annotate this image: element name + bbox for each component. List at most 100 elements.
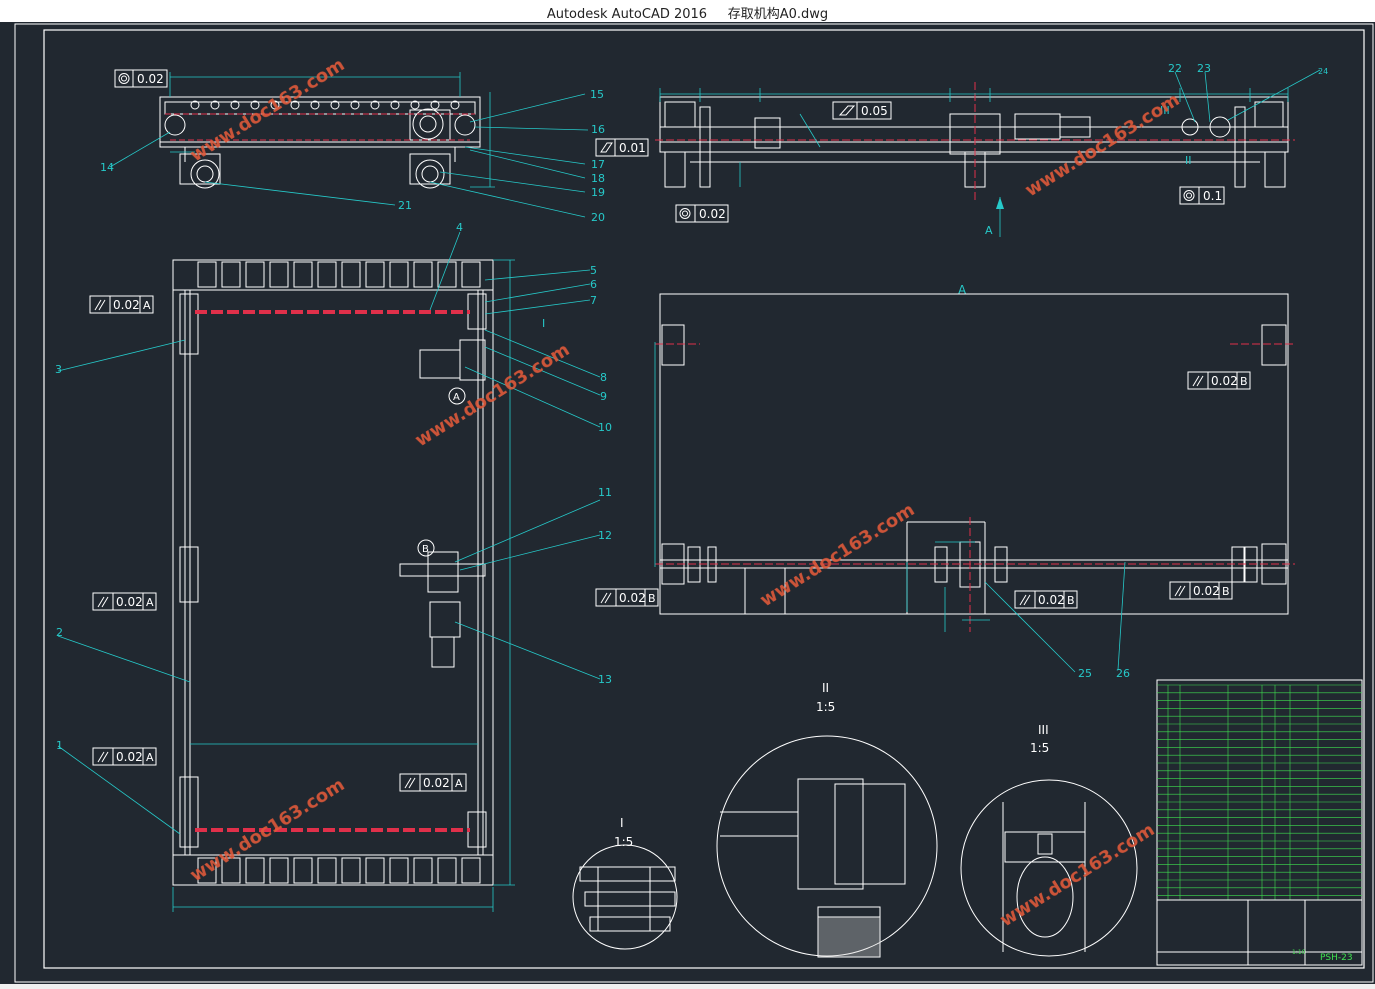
balloon-17: 17 — [591, 158, 605, 171]
gdt-concentric-front-right: 0.1 — [1179, 186, 1225, 205]
svg-text:www.doc163.com: www.doc163.com — [412, 339, 574, 451]
balloon-6: 6 — [590, 278, 597, 291]
svg-text:0.02: 0.02 — [423, 776, 450, 790]
svg-text:0.02: 0.02 — [1211, 374, 1238, 388]
detail-iii: III 1:5 — [960, 723, 1138, 957]
leader-lines — [57, 231, 601, 835]
dimension-lines — [169, 72, 495, 188]
roman-iii-mark: III — [1160, 104, 1170, 117]
window-title: Autodesk AutoCAD 2016 存取机构A0.dwg — [546, 7, 829, 22]
svg-text:0.02: 0.02 — [116, 750, 143, 764]
svg-text:A: A — [455, 777, 463, 790]
gdt-parallel-view-a-4: 0.02 B — [1169, 581, 1233, 600]
svg-text:III: III — [1038, 723, 1049, 737]
detail-i: I 1:5 — [572, 816, 678, 950]
balloon-25: 25 — [1078, 667, 1092, 680]
drawing-number: PSH-23 — [1320, 953, 1353, 963]
svg-text:B: B — [1067, 594, 1075, 607]
balloon-26: 26 — [1116, 667, 1130, 680]
bom-table: PSH-23 1:10 — [1156, 679, 1363, 966]
balloon-11: 11 — [598, 486, 612, 499]
svg-text:0.02: 0.02 — [137, 72, 164, 86]
circle-a-mark: A — [448, 387, 466, 405]
svg-text:0.02: 0.02 — [699, 207, 726, 221]
balloon-8: 8 — [600, 371, 607, 384]
circle-b-mark: B — [417, 539, 435, 557]
roman-i-mark: I — [542, 317, 545, 330]
view-a-label: A — [958, 283, 967, 297]
gdt-parallel-view-a-1: 0.02 B — [1187, 371, 1251, 390]
svg-text:B: B — [1240, 375, 1248, 388]
svg-text:A: A — [146, 751, 154, 764]
gdt-parallel-left-3: 0.02 A — [92, 747, 157, 766]
svg-text:B: B — [1222, 585, 1230, 598]
balloon-24: 24 — [1318, 67, 1328, 76]
balloon-13: 13 — [598, 673, 612, 686]
balloon-9: 9 — [600, 390, 607, 403]
svg-text:0.02: 0.02 — [619, 591, 646, 605]
balloon-10: 10 — [598, 421, 612, 434]
balloon-15: 15 — [590, 88, 604, 101]
balloon-2: 2 — [56, 626, 63, 639]
roman-ii-mark: II — [1185, 154, 1192, 167]
svg-text:A: A — [146, 596, 154, 609]
title-bar: Autodesk AutoCAD 2016 存取机构A0.dwg — [0, 0, 1375, 23]
balloon-23: 23 — [1197, 62, 1211, 75]
svg-text:0.02: 0.02 — [113, 298, 140, 312]
side-view — [159, 96, 481, 189]
balloon-1: 1 — [56, 739, 63, 752]
gdt-parallel-left-2: 0.02 A — [92, 592, 157, 611]
svg-text:0.1: 0.1 — [1203, 189, 1222, 203]
inner-frame — [43, 29, 1365, 969]
drawing-svg[interactable]: 0.02 15 16 17 18 19 20 21 14 — [0, 22, 1375, 984]
svg-text:1:5: 1:5 — [614, 835, 633, 849]
gdt-parallel-view-a-2: 0.02 B — [595, 588, 659, 607]
view-a — [659, 293, 1289, 615]
drawing-canvas[interactable]: 0.02 15 16 17 18 19 20 21 14 — [0, 22, 1375, 984]
svg-text:www.doc163.com: www.doc163.com — [757, 499, 919, 611]
detail-ii: II 1:5 — [716, 681, 938, 958]
svg-text:A: A — [143, 299, 151, 312]
svg-text:I: I — [620, 816, 624, 830]
arrow-a-label: A — [985, 224, 993, 237]
dimension-lines — [172, 259, 515, 912]
balloon-20: 20 — [591, 211, 605, 224]
svg-text:II: II — [822, 681, 829, 695]
svg-text:B: B — [648, 592, 656, 605]
svg-text:B: B — [422, 544, 429, 555]
svg-text:0.02: 0.02 — [116, 595, 143, 609]
balloon-21: 21 — [398, 199, 412, 212]
gdt-concentric-front-bottom: 0.02 — [675, 204, 729, 223]
drawing-scale: 1:10 — [1292, 949, 1306, 956]
leader-lines — [1174, 69, 1321, 123]
plan-view — [172, 259, 494, 886]
gdt-flatness: 0.01 — [595, 138, 649, 157]
gdt-concentric-top-left: 0.02 — [114, 69, 168, 88]
svg-text:0.02: 0.02 — [1038, 593, 1065, 607]
plan-chain-red — [195, 310, 470, 832]
front-view — [659, 96, 1289, 188]
balloon-4: 4 — [456, 221, 463, 234]
centerline — [655, 343, 1295, 632]
balloon-14: 14 — [100, 161, 114, 174]
svg-text:www.doc163.com: www.doc163.com — [187, 54, 349, 166]
svg-text:0.02: 0.02 — [1193, 584, 1220, 598]
svg-text:1:5: 1:5 — [1030, 741, 1049, 755]
svg-text:www.doc163.com: www.doc163.com — [1022, 89, 1184, 201]
leader-lines — [109, 93, 589, 218]
svg-text:0.05: 0.05 — [861, 104, 888, 118]
balloon-12: 12 — [598, 529, 612, 542]
svg-text:1:5: 1:5 — [816, 700, 835, 714]
svg-text:0.01: 0.01 — [619, 141, 646, 155]
gdt-parallel-view-a-3: 0.02 B — [1014, 590, 1078, 609]
gdt-parallel-left-1: 0.02 A — [89, 295, 154, 314]
balloon-19: 19 — [591, 186, 605, 199]
gdt-parallel-top-right: 0.05 — [832, 101, 892, 120]
outer-frame — [14, 23, 1374, 983]
svg-text:www.doc163.com: www.doc163.com — [997, 819, 1159, 931]
balloon-5: 5 — [590, 264, 597, 277]
svg-text:A: A — [453, 392, 460, 403]
gdt-parallel-inner: 0.02 A — [399, 773, 467, 792]
arrow-head — [996, 197, 1004, 209]
balloon-7: 7 — [590, 294, 597, 307]
